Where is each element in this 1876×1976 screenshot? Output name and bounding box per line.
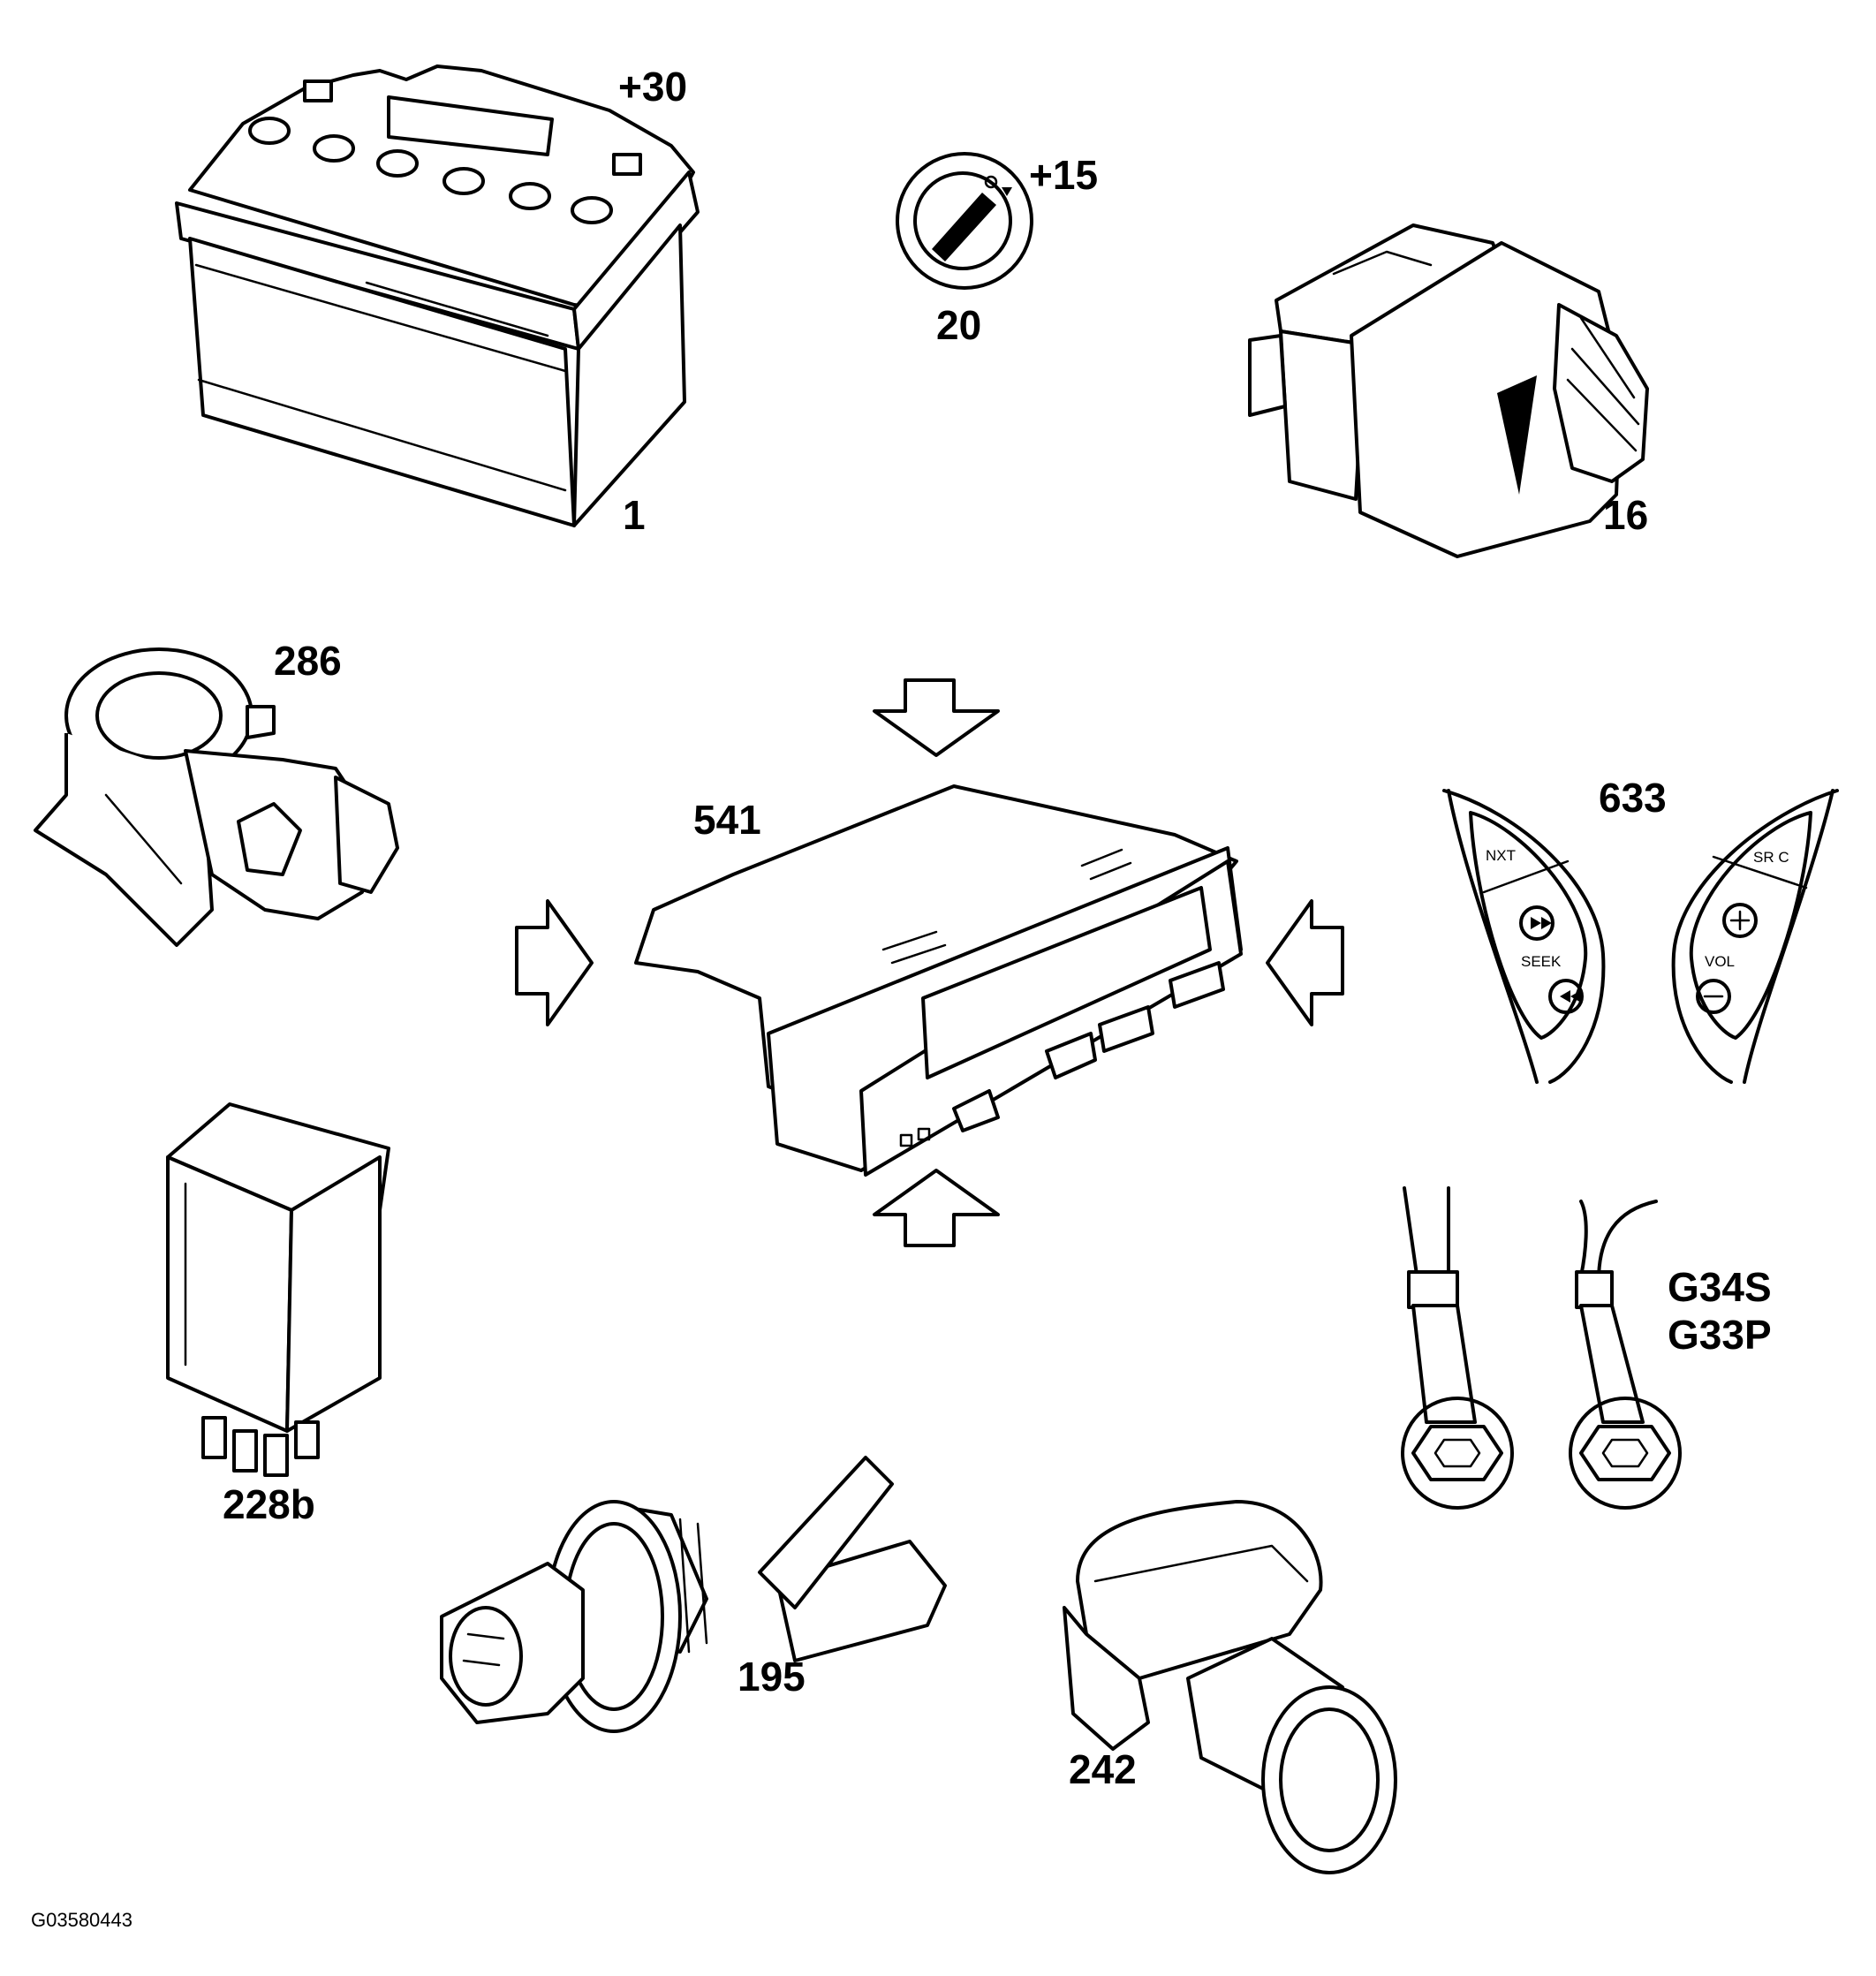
steering-controls-illustration — [1442, 789, 1839, 1084]
connector-242-label: 242 — [1069, 1746, 1137, 1792]
sensor-195-label: 195 — [738, 1654, 806, 1700]
switch-16-illustration — [1248, 223, 1649, 558]
unit-541-illustration — [515, 678, 1344, 1247]
switch-16-label: 16 — [1603, 492, 1649, 538]
connector-286-illustration — [34, 647, 399, 947]
battery-terminal-label: +30 — [618, 64, 688, 110]
ignition-switch-label: 20 — [936, 302, 982, 348]
ignition-terminal-label: +15 — [1029, 152, 1099, 198]
sensor-195-illustration — [440, 1456, 947, 1733]
next-button-label: NXT — [1486, 847, 1516, 864]
volume-button-label: VOL — [1705, 953, 1736, 970]
arrow-bottom — [873, 1169, 1000, 1247]
unit-541-label: 541 — [693, 797, 761, 843]
connector-286-label: 286 — [274, 638, 342, 684]
source-button-label: SR C — [1753, 849, 1789, 866]
arrow-right — [1266, 899, 1344, 1026]
steering-controls-label: 633 — [1599, 775, 1667, 821]
arrow-left — [515, 899, 594, 1026]
ground-points-label-2: G33P — [1668, 1312, 1772, 1358]
ground-points-label-1: G34S — [1668, 1264, 1772, 1310]
ground-points-illustration — [1401, 1186, 1682, 1510]
relay-label: 228b — [223, 1481, 315, 1527]
relay-illustration — [166, 1102, 390, 1477]
arrow-top — [873, 678, 1000, 757]
connector-242-illustration — [1063, 1500, 1397, 1874]
figure-reference: G03580443 — [31, 1909, 132, 1931]
seek-button-label: SEEK — [1521, 953, 1562, 970]
ignition-switch-illustration — [896, 152, 1033, 290]
battery-illustration — [175, 64, 700, 527]
battery-label: 1 — [623, 492, 646, 538]
